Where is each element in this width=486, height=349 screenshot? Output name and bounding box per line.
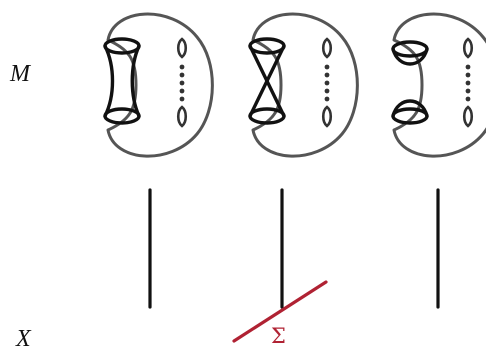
manifold-tube xyxy=(103,12,214,158)
manifold-capped xyxy=(391,12,486,158)
manifold-pinched xyxy=(248,12,359,158)
label-m: M xyxy=(9,61,32,87)
sigma-line xyxy=(232,280,328,343)
label-sigma: Σ xyxy=(271,324,286,348)
label-x: X xyxy=(15,326,32,349)
